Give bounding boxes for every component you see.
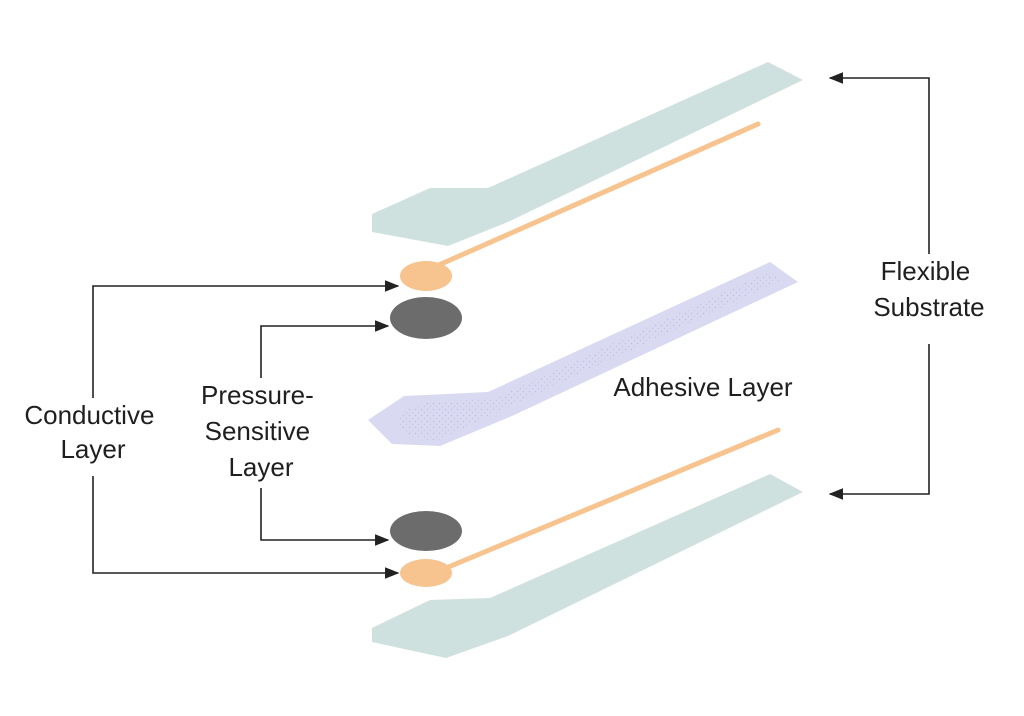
pressure-sensitive-layer-label: Pressure- Sensitive Layer bbox=[201, 380, 321, 482]
top-conductive-electrode bbox=[400, 261, 452, 291]
top-conductive-trace bbox=[429, 121, 761, 271]
bottom-conductive-trace bbox=[443, 427, 781, 571]
substrate-bottom-connector bbox=[828, 344, 930, 500]
conductive-layer-label: Conductive Layer bbox=[24, 400, 161, 464]
pressure-top-connector bbox=[260, 320, 390, 378]
top-pressure-sensitive-disc bbox=[390, 297, 462, 339]
substrate-top-connector bbox=[828, 72, 930, 254]
top-substrate-strip bbox=[372, 62, 803, 246]
bottom-pressure-sensitive-disc bbox=[390, 511, 462, 551]
conductive-bottom-connector bbox=[92, 476, 400, 579]
conductive-top-connector bbox=[92, 280, 400, 398]
flexible-substrate-label: Flexible Substrate bbox=[873, 256, 984, 322]
bottom-conductive-electrode bbox=[400, 559, 452, 587]
bottom-substrate-strip bbox=[372, 474, 803, 658]
adhesive-layer-inner bbox=[398, 272, 782, 440]
pressure-bottom-connector bbox=[260, 488, 390, 546]
adhesive-layer-label: Adhesive Layer bbox=[613, 372, 793, 402]
